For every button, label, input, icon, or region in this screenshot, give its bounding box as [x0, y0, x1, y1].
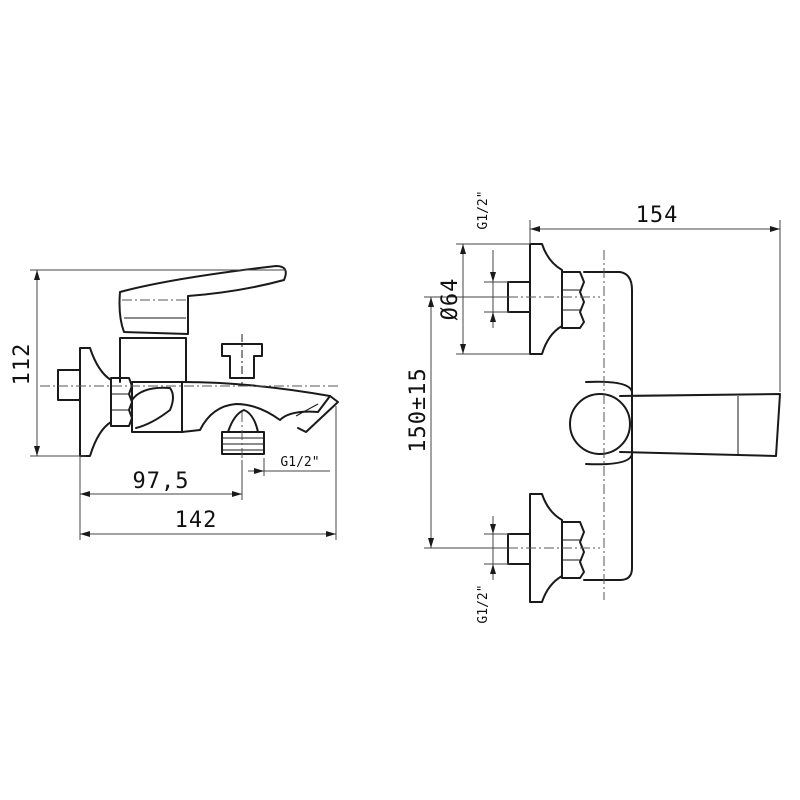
front-lever-handle [619, 393, 781, 457]
dim-spout-distance-label: 97,5 [133, 469, 190, 494]
side-outlet-thread [221, 431, 265, 455]
side-mixer-body [131, 381, 183, 433]
dim-escutcheon-diameter-label: Ø64 [438, 278, 463, 321]
front-cartridge [585, 380, 633, 466]
dim-inlet-thread-bottom-label: G1/2" [476, 584, 491, 623]
dim-overall-length-label: 142 [175, 508, 218, 533]
front-bottom-inlet [490, 493, 600, 603]
side-view: 112 97,5 G1/2" 142 [10, 265, 340, 540]
dim-height-label: 112 [10, 343, 35, 386]
dim-centers-label: 150±15 [406, 367, 431, 452]
dim-outlet-thread-label: G1/2" [280, 455, 319, 470]
side-hex-nut [110, 377, 133, 427]
side-wall-flange [79, 347, 112, 457]
side-lever-handle [118, 265, 287, 335]
side-diverter-knob [221, 343, 263, 379]
side-cartridge-housing [119, 337, 187, 383]
front-top-inlet [490, 243, 600, 355]
dim-width-label: 154 [636, 203, 679, 228]
front-mixer-body [583, 271, 633, 581]
front-view: 154 G1/2" Ø64 150±15 G1/2" [406, 190, 781, 624]
dim-inlet-thread-top-label: G1/2" [476, 190, 491, 229]
side-inlet-nipple [57, 369, 81, 401]
